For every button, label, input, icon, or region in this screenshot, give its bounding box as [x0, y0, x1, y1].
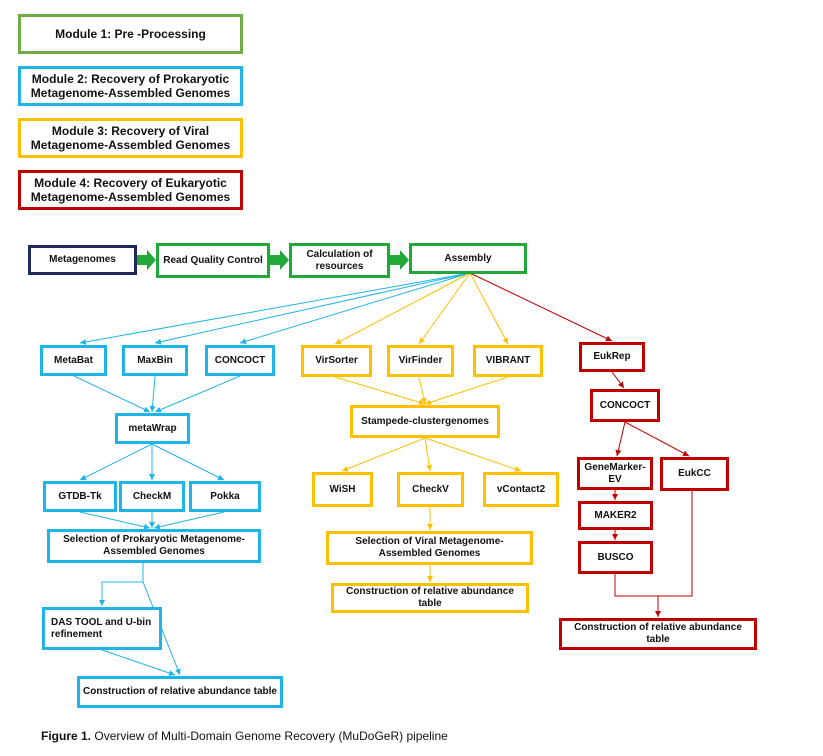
node-concoct-prokaryotic: CONCOCT: [205, 345, 275, 376]
arrow-calc-to-assembly: [390, 250, 409, 270]
node-checkm: CheckM: [119, 481, 185, 512]
node-virfinder: VirFinder: [387, 345, 454, 377]
node-vcontact2: vContact2: [483, 472, 559, 507]
node-calculation-of-resources: Calculation of resources: [289, 243, 390, 278]
arrow-qc-to-calc: [270, 250, 289, 270]
node-gtdb-tk: GTDB-Tk: [43, 481, 117, 512]
node-eukcc: EukCC: [660, 457, 729, 491]
assembly-fanout-viral: [334, 272, 509, 345]
eukaryotic-connectors: [611, 371, 693, 617]
node-stampede-clustergenomes: Stampede-clustergenomes: [350, 405, 500, 438]
figure-caption: Figure 1. Overview of Multi-Domain Genom…: [41, 729, 448, 743]
node-eukrep: EukRep: [579, 342, 645, 372]
node-das-tool: DAS TOOL and U-bin refinement: [42, 607, 162, 650]
prokaryotic-connectors: [73, 375, 241, 676]
node-maker2: MAKER2: [578, 501, 653, 530]
node-pokka: Pokka: [189, 481, 261, 512]
assembly-fanout-prokaryotic: [79, 272, 471, 345]
node-concoct-eukaryotic: CONCOCT: [590, 389, 660, 422]
node-assembly: Assembly: [409, 243, 527, 274]
pipeline-arrows: [137, 250, 409, 270]
node-maxbin: MaxBin: [122, 345, 188, 376]
node-metabat: MetaBat: [40, 345, 107, 376]
node-virsorter: VirSorter: [301, 345, 372, 377]
node-busco: BUSCO: [578, 541, 653, 574]
legend-module-4: Module 4: Recovery of Eukaryotic Metagen…: [18, 170, 243, 210]
node-metawrap: metaWrap: [115, 413, 190, 444]
node-genemarker-ev: GeneMarker-EV: [577, 457, 653, 490]
node-metagenomes: Metagenomes: [28, 245, 137, 275]
legend-module-1: Module 1: Pre -Processing: [18, 14, 243, 54]
node-abundance-table-prokaryotic: Construction of relative abundance table: [77, 676, 283, 708]
node-wish: WiSH: [312, 472, 373, 507]
legend-module-2: Module 2: Recovery of Prokaryotic Metage…: [18, 66, 243, 106]
figure-caption-text: Overview of Multi-Domain Genome Recovery…: [94, 729, 448, 743]
node-selection-prokaryotic: Selection of Prokaryotic Metagenome-Asse…: [47, 529, 261, 563]
assembly-fanout-eukaryotic: [469, 272, 613, 342]
node-abundance-table-eukaryotic: Construction of relative abundance table: [559, 618, 757, 650]
node-vibrant: VIBRANT: [473, 345, 543, 377]
node-checkv: CheckV: [397, 472, 464, 507]
figure-caption-label: Figure 1.: [41, 729, 92, 743]
viral-connectors: [334, 376, 522, 582]
legend-module-3: Module 3: Recovery of Viral Metagenome-A…: [18, 118, 243, 158]
arrow-metagenomes-to-qc: [137, 250, 156, 270]
node-read-quality-control: Read Quality Control: [156, 243, 270, 278]
node-abundance-table-viral: Construction of relative abundance table: [331, 583, 529, 613]
node-selection-viral: Selection of Viral Metagenome-Assembled …: [326, 531, 533, 565]
